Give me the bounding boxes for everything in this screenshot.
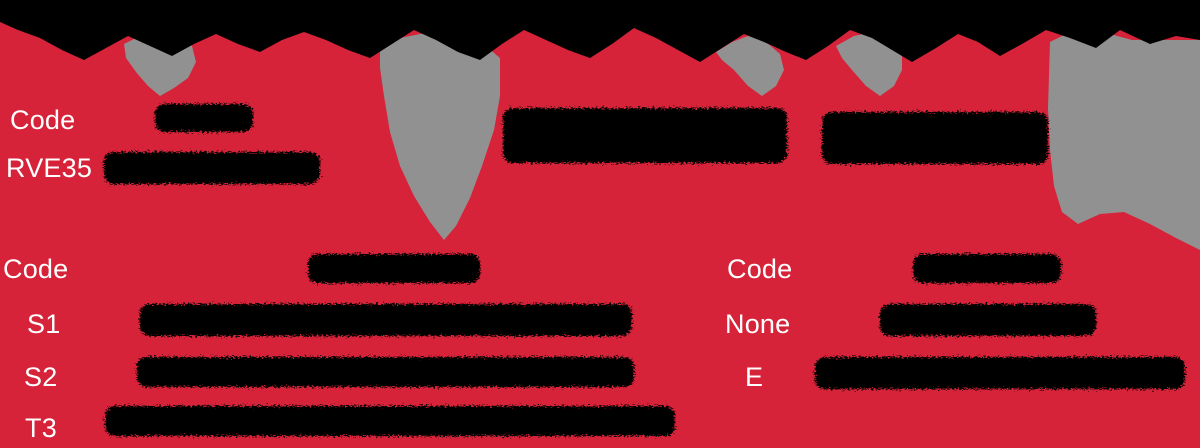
redaction-lower-right-none (880, 304, 1096, 336)
gray-region (380, 32, 500, 240)
redaction-lower-left-code (308, 254, 480, 283)
redaction-upper-code-value (155, 104, 253, 132)
gray-region (836, 32, 902, 96)
label-lower-left-s1: S1 (27, 309, 61, 339)
label-lower-left-code: Code (3, 254, 69, 284)
silhouette-dark-band (0, 0, 1200, 62)
gray-region (1048, 28, 1200, 250)
redaction-upper-right-block (822, 112, 1048, 164)
gray-region (716, 36, 784, 96)
redaction-lower-left-t3 (105, 406, 675, 436)
label-lower-right-e: E (745, 362, 764, 392)
label-lower-right-code: Code (727, 254, 793, 284)
redaction-lower-right-e (815, 357, 1185, 389)
redaction-upper-mid-block (503, 108, 787, 163)
label-upper-rve35: RVE35 (6, 153, 93, 183)
redaction-upper-rve35-value (104, 152, 320, 184)
redaction-lower-left-s2 (137, 357, 634, 387)
label-lower-right-none: None (725, 309, 791, 339)
label-lower-left-s2: S2 (24, 362, 58, 392)
label-upper-code: Code (10, 105, 76, 135)
redaction-lower-right-code (913, 254, 1061, 283)
label-lower-left-t3: T3 (25, 413, 57, 443)
silhouette-gray-regions (124, 28, 1200, 250)
redaction-lower-left-s1 (140, 304, 632, 336)
